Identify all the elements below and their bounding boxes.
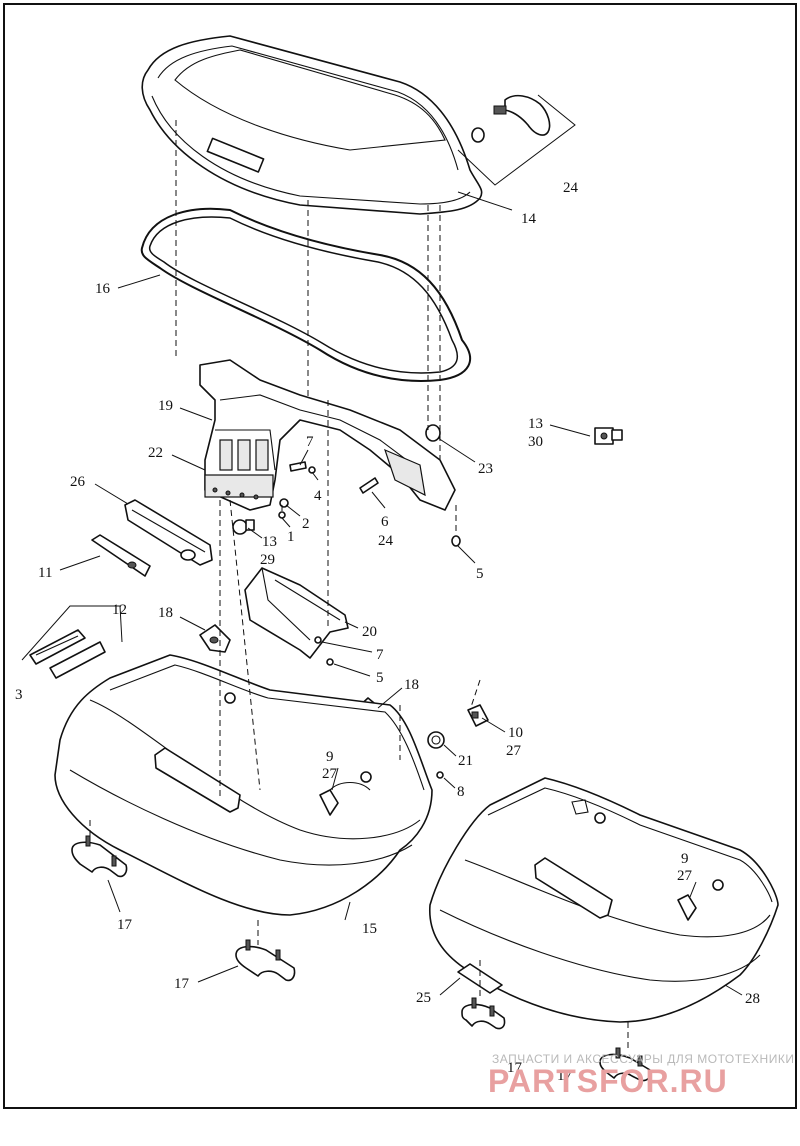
callout-27-left: 27 xyxy=(322,766,338,782)
inner-liner xyxy=(199,359,456,511)
mount-clip-3 xyxy=(461,997,506,1030)
callout-17-b: 17 xyxy=(174,976,190,992)
callout-27-upper: 27 xyxy=(506,743,522,759)
bumper xyxy=(427,731,445,749)
latch-base xyxy=(204,474,274,500)
latch-cover xyxy=(124,499,213,566)
callout-25: 25 xyxy=(416,990,431,1006)
callout-27-right: 27 xyxy=(677,868,693,884)
key-part xyxy=(594,427,623,445)
callout-7-lower: 7 xyxy=(376,647,384,663)
mount-clip-2 xyxy=(235,939,296,982)
callout-21: 21 xyxy=(458,753,473,769)
callout-2: 2 xyxy=(302,516,310,532)
callout-17-c: 17 xyxy=(507,1060,523,1076)
callout-5-upper: 5 xyxy=(476,566,484,582)
callout-3: 3 xyxy=(15,687,23,703)
callout-13-key: 13 xyxy=(528,416,543,432)
callout-5-lower: 5 xyxy=(376,670,384,686)
callout-19: 19 xyxy=(158,398,173,414)
callout-labels: 24 14 16 19 13 30 22 7 4 23 26 2 1 6 24 … xyxy=(15,180,760,1084)
callout-6: 6 xyxy=(381,514,389,530)
callout-4: 4 xyxy=(314,488,322,504)
trim-strip xyxy=(91,534,151,577)
callout-18-right: 18 xyxy=(404,677,419,693)
callout-10: 10 xyxy=(508,725,523,741)
callout-17-d: 17 xyxy=(557,1068,573,1084)
inner-panel xyxy=(244,567,349,659)
saddlebag-left xyxy=(54,654,433,916)
watermark: ЗАПЧАСТИ И АКСЕССУАРЫ ДЛЯ МОТОТЕХНИКИ PA… xyxy=(488,1052,794,1099)
callout-14: 14 xyxy=(521,211,537,227)
callout-9-left: 9 xyxy=(326,749,334,765)
watermark-logo: PARTSFOR.RU xyxy=(488,1063,728,1099)
callout-7-upper: 7 xyxy=(306,434,314,450)
callout-17-a: 17 xyxy=(117,917,133,933)
reflector-strips xyxy=(21,605,123,679)
callout-30: 30 xyxy=(528,434,543,450)
callout-11: 11 xyxy=(38,565,52,581)
callout-24-screw: 24 xyxy=(378,533,394,549)
lock-cylinder xyxy=(232,519,255,535)
callout-22: 22 xyxy=(148,445,163,461)
leader-lines xyxy=(59,191,743,996)
callout-24-knob: 24 xyxy=(563,180,579,196)
panel-screws xyxy=(314,636,334,666)
callout-16: 16 xyxy=(95,281,111,297)
latch-catch xyxy=(467,704,489,727)
watermark-caption: ЗАПЧАСТИ И АКСЕССУАРЫ ДЛЯ МОТОТЕХНИКИ xyxy=(492,1052,794,1066)
callout-1: 1 xyxy=(287,529,295,545)
saddlebag-right xyxy=(429,777,779,1023)
screws-cluster xyxy=(278,424,461,547)
pad xyxy=(457,963,503,994)
callout-9-right: 9 xyxy=(681,851,689,867)
mount-clip-1 xyxy=(71,835,128,878)
alignment-lines xyxy=(89,120,629,1052)
mount-clip-4 xyxy=(599,1047,652,1082)
saddlebag-lid xyxy=(141,35,483,215)
lid-gasket xyxy=(140,207,472,382)
callout-12: 12 xyxy=(112,602,127,618)
callout-23: 23 xyxy=(478,461,493,477)
small-screw xyxy=(436,771,444,779)
callout-26: 26 xyxy=(70,474,86,490)
callout-15: 15 xyxy=(362,921,377,937)
callout-13-lock: 13 xyxy=(262,534,277,550)
callout-8: 8 xyxy=(457,784,465,800)
callout-18-left: 18 xyxy=(158,605,173,621)
hinge-bracket-left xyxy=(199,624,231,653)
callout-20: 20 xyxy=(362,624,377,640)
callout-29: 29 xyxy=(260,552,275,568)
lid-knob xyxy=(457,94,576,186)
callout-28: 28 xyxy=(745,991,760,1007)
